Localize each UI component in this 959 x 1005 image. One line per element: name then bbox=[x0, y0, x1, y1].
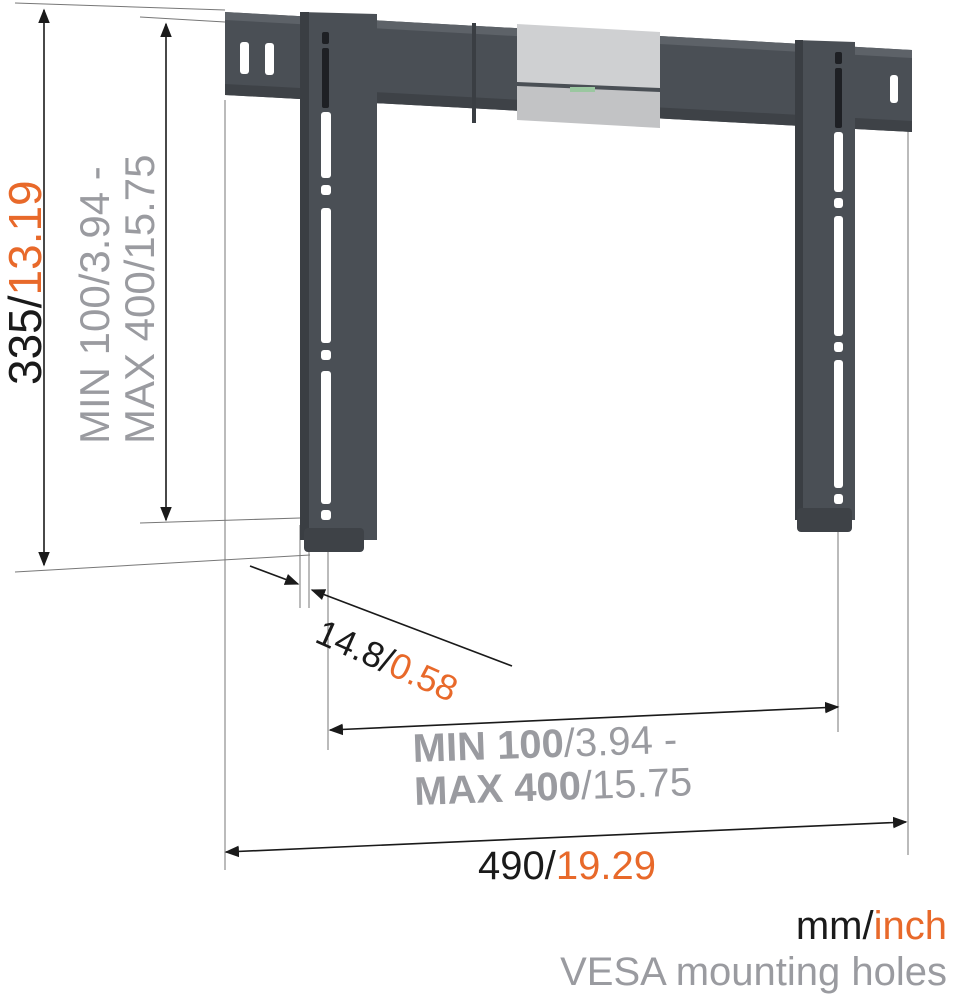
height-mm: 335/ bbox=[0, 295, 51, 385]
height-dimension-label: 335/13.19 bbox=[0, 180, 51, 385]
wall-rail bbox=[225, 12, 912, 132]
vesa-horizontal-label: MIN 100/3.94 - MAX 400/15.75 bbox=[412, 718, 693, 814]
vesa-horizontal-arrow bbox=[328, 701, 840, 736]
vesa-note: VESA mounting holes bbox=[560, 950, 947, 994]
width-mm: 490/ bbox=[478, 844, 556, 888]
depth-arrow-left bbox=[249, 565, 300, 585]
vesa-vertical-min: MIN 100/3.94 - bbox=[71, 166, 118, 444]
vesa-vertical-label: MIN 100/3.94 - MAX 400/15.75 bbox=[71, 154, 163, 444]
left-vertical-strap bbox=[300, 12, 377, 552]
width-arrow bbox=[224, 816, 908, 858]
unit-mm: mm/ bbox=[795, 904, 874, 948]
unit-inch: inch bbox=[873, 904, 947, 948]
depth-arrow-right bbox=[310, 589, 513, 667]
width-inch: 19.29 bbox=[555, 844, 656, 888]
vesa-vertical-max: MAX 400/15.75 bbox=[116, 154, 163, 444]
units-legend: mm/inch bbox=[796, 905, 947, 947]
right-vertical-strap bbox=[795, 40, 855, 532]
width-dimension-label: 490/19.29 bbox=[478, 845, 656, 887]
height-inch: 13.19 bbox=[0, 180, 51, 296]
dimension-arrows bbox=[38, 8, 908, 858]
